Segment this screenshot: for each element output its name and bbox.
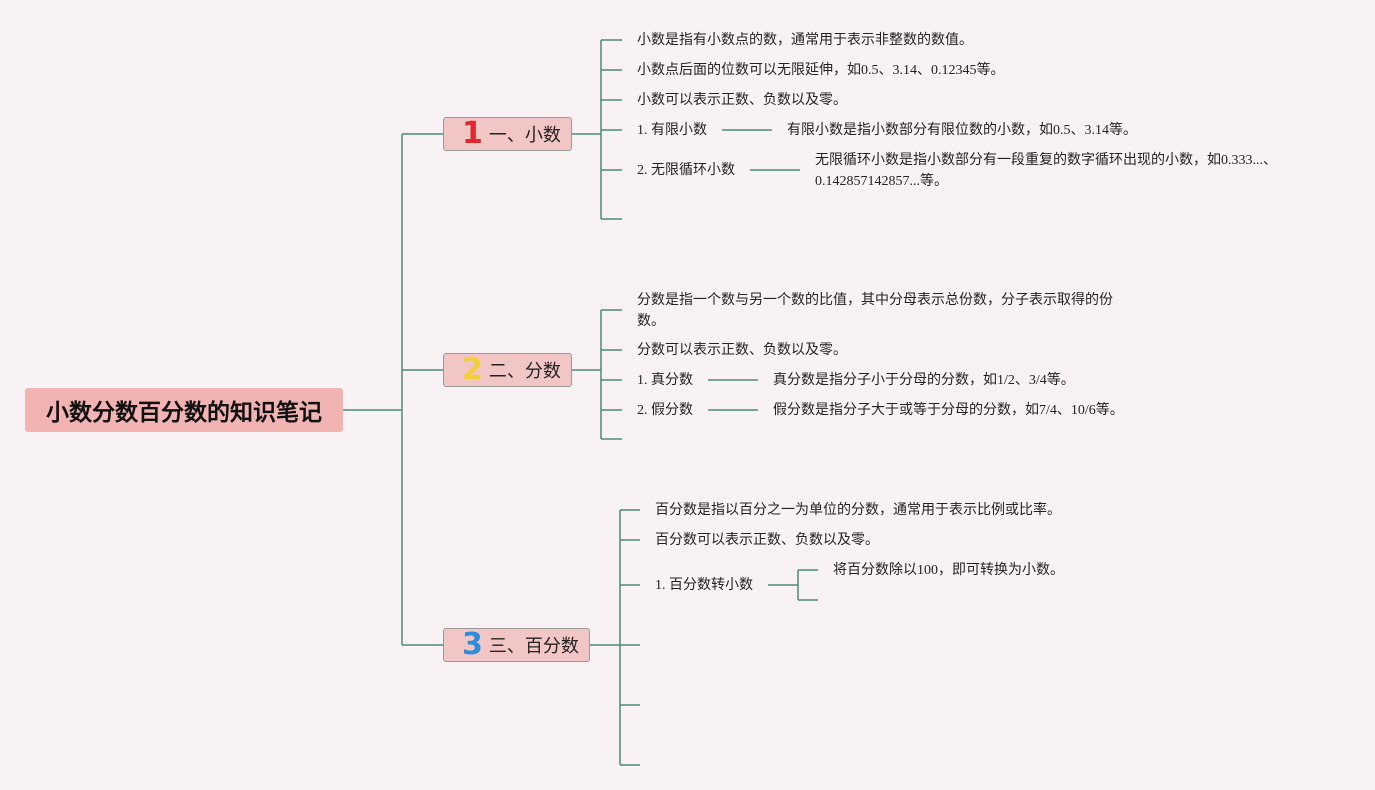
root-node[interactable]: 小数分数百分数的知识笔记 xyxy=(25,388,343,432)
branch-label: 三、百分数 xyxy=(488,636,579,657)
branch-node-decimals[interactable]: 1 一、小数 xyxy=(443,117,572,151)
leaf-improper-fraction-detail[interactable]: 假分数是指分子大于或等于分母的分数，如7/4、10/6等。 xyxy=(773,403,1124,418)
detail-line-1: 无限循环小数是指小数部分有一段重复的数字循环出现的小数，如0.333...、 xyxy=(815,153,1277,168)
leaf-percent-sign[interactable]: 百分数可以表示正数、负数以及零。 xyxy=(655,533,879,548)
leaf-improper-fraction[interactable]: 2. 假分数 xyxy=(637,403,693,418)
leaf-repeating-decimal[interactable]: 2. 无限循环小数 xyxy=(637,163,735,178)
branch-label: 二、分数 xyxy=(488,361,561,382)
leaf-3-3-bracket xyxy=(797,569,818,601)
branch-label: 一、小数 xyxy=(488,125,561,146)
leaf-percent-to-decimal[interactable]: 1. 百分数转小数 xyxy=(655,578,753,593)
leaf-fraction-definition[interactable]: 分数是指一个数与另一个数的比值，其中分母表示总份数，分子表示取得的份 数。 xyxy=(637,290,1113,332)
text-line-2: 数。 xyxy=(637,314,665,329)
leaf-finite-decimal[interactable]: 1. 有限小数 xyxy=(637,123,707,138)
leaf-percent-definition[interactable]: 百分数是指以百分之一为单位的分数，通常用于表示比例或比率。 xyxy=(655,503,1061,518)
root-title: 小数分数百分数的知识笔记 xyxy=(46,400,322,426)
leaf-repeating-decimal-detail[interactable]: 无限循环小数是指小数部分有一段重复的数字循环出现的小数，如0.333...、 0… xyxy=(815,150,1277,192)
leaf-finite-decimal-detail[interactable]: 有限小数是指小数部分有限位数的小数，如0.5、3.14等。 xyxy=(787,123,1137,138)
leaf-decimal-sign[interactable]: 小数可以表示正数、负数以及零。 xyxy=(637,93,847,108)
text-line-1: 分数是指一个数与另一个数的比值，其中分母表示总份数，分子表示取得的份 xyxy=(637,293,1113,308)
leaf-decimal-definition[interactable]: 小数是指有小数点的数，通常用于表示非整数的数值。 xyxy=(637,33,973,48)
branch-node-fractions[interactable]: 2 二、分数 xyxy=(443,353,572,387)
leaf-proper-fraction[interactable]: 1. 真分数 xyxy=(637,373,693,388)
leaf-percent-to-decimal-detail[interactable]: 将百分数除以100，即可转换为小数。 xyxy=(833,563,1064,578)
number-1-icon: 1 xyxy=(462,116,483,151)
branch-2-ticks xyxy=(601,309,622,440)
number-3-icon: 3 xyxy=(462,627,483,662)
leaf-decimal-digits[interactable]: 小数点后面的位数可以无限延伸，如0.5、3.14、0.12345等。 xyxy=(637,63,1005,78)
number-2-icon: 2 xyxy=(462,352,483,387)
branch-1-ticks xyxy=(601,39,622,220)
detail-line-2: 0.142857142857...等。 xyxy=(815,174,948,189)
leaf-fraction-sign[interactable]: 分数可以表示正数、负数以及零。 xyxy=(637,343,847,358)
branch-node-percentages[interactable]: 3 三、百分数 xyxy=(443,628,590,662)
leaf-proper-fraction-detail[interactable]: 真分数是指分子小于分母的分数，如1/2、3/4等。 xyxy=(773,373,1075,388)
branch-3-ticks xyxy=(620,509,640,766)
